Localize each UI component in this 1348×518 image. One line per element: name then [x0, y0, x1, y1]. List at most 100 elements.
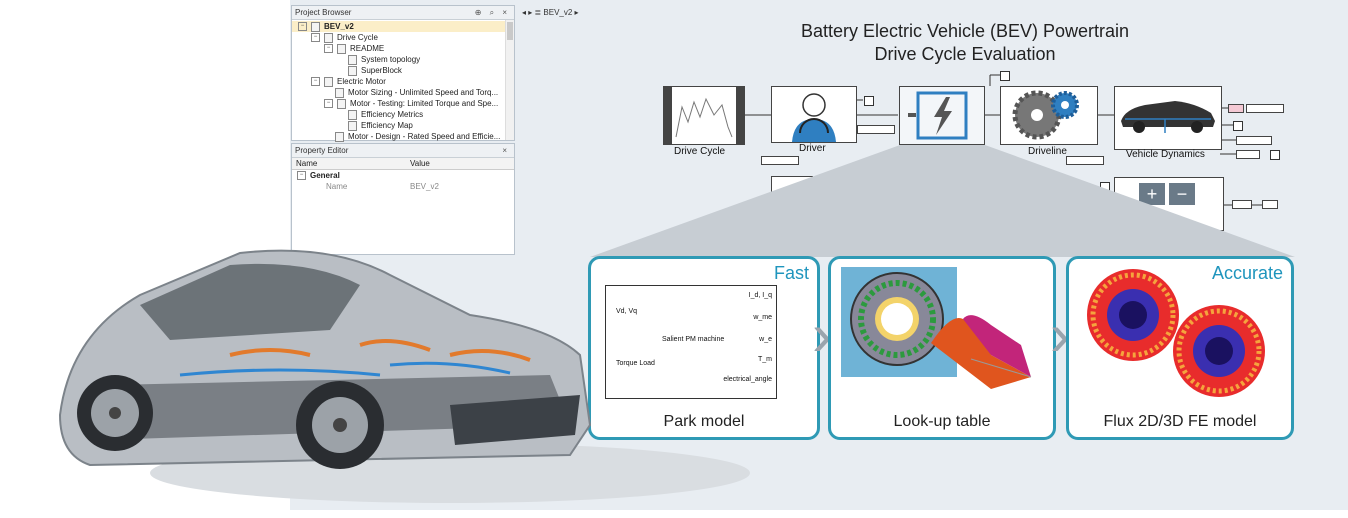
minus-icon: − — [1169, 183, 1195, 205]
driver-label: Driver — [799, 143, 826, 154]
tree-item-label: Motor - Testing: Limited Torque and Spe.… — [350, 99, 499, 108]
bev-cutaway-car-illustration — [58, 249, 750, 503]
collapse-icon[interactable]: − — [298, 22, 307, 32]
fe-model-tag: Accurate — [1211, 263, 1283, 283]
property-editor-title-bar: Property Editor × — [292, 144, 514, 158]
signal-tag — [1232, 200, 1252, 209]
electric-motor-block[interactable] — [899, 86, 985, 145]
port — [1270, 150, 1280, 160]
output-label: electrical_angle — [723, 376, 772, 383]
diagram-title: Battery Electric Vehicle (BEV) Powertrai… — [760, 20, 1170, 66]
tree-item-label: Efficiency Map — [361, 121, 413, 130]
port — [1000, 71, 1010, 81]
tree-item[interactable]: − Motor - Testing: Limited Torque and Spe… — [292, 98, 514, 109]
output-label: T_m — [758, 356, 772, 363]
lookup-table-panel: Look-up table — [828, 256, 1056, 440]
property-value[interactable]: BEV_v2 — [410, 182, 439, 191]
driver-block[interactable] — [771, 86, 857, 143]
tree-item[interactable]: Motor Sizing - Unlimited Speed and Torq.… — [292, 87, 514, 98]
signal-tag — [1246, 104, 1284, 113]
breadcrumb[interactable]: ◂ ▸ ≣ BEV_v2 ▸ — [522, 8, 579, 17]
tree-item-label: BEV_v2 — [324, 22, 354, 31]
driveline-block[interactable] — [1000, 86, 1098, 145]
document-icon — [311, 21, 320, 32]
tree-item-label: SuperBlock — [361, 66, 402, 75]
property-name: Name — [326, 182, 348, 191]
output-label: w_e — [759, 336, 772, 343]
document-icon — [348, 54, 357, 65]
document-icon — [348, 65, 357, 76]
signal-tag — [1262, 200, 1278, 209]
property-editor-panel: Property Editor × Name Value −General Na… — [291, 143, 515, 255]
signal-tag — [1066, 156, 1104, 165]
tree-item[interactable]: Efficiency Map — [292, 120, 514, 131]
lightning-bolt-icon — [908, 91, 968, 140]
gear-icon — [1012, 90, 1079, 140]
document-icon — [324, 32, 333, 43]
fe-model-panel: Accurate Flux 2D/3D FE model — [1066, 256, 1294, 440]
project-browser-title-bar: Project Browser ⊕ ⌕ × — [292, 6, 514, 20]
drive-cycle-label: Drive Cycle — [674, 146, 726, 157]
drive-cycle-block[interactable] — [663, 86, 745, 145]
tree-item[interactable]: − README — [292, 43, 514, 54]
document-icon — [324, 76, 333, 87]
column-header-name: Name — [296, 159, 318, 168]
property-editor-title: Property Editor — [295, 146, 349, 155]
vehicle-dynamics-label: Vehicle Dynamics — [1126, 149, 1205, 160]
vehicle-dynamics-block[interactable] — [1114, 86, 1222, 150]
diagram-title-line1: Battery Electric Vehicle (BEV) Powertrai… — [800, 21, 1130, 41]
tree-item[interactable]: − Electric Motor — [292, 76, 514, 87]
fe-flux-map-graphic — [1087, 269, 1265, 397]
port — [864, 96, 874, 106]
collapse-icon[interactable]: − — [297, 171, 306, 181]
property-table-header: Name Value — [292, 158, 514, 170]
port — [1233, 121, 1243, 131]
output-label: I_d, I_q — [748, 292, 772, 299]
plus-icon: + — [1139, 183, 1165, 205]
tree-item[interactable]: System topology — [292, 54, 514, 65]
document-icon — [348, 109, 357, 120]
collapse-icon[interactable]: − — [311, 33, 320, 43]
driver-icon — [792, 93, 836, 142]
input-label: Torque Load — [616, 360, 655, 367]
property-group-general[interactable]: −General — [292, 170, 514, 181]
collapse-icon[interactable]: − — [324, 99, 333, 109]
property-row[interactable]: Name BEV_v2 — [292, 181, 514, 192]
signal-tag — [1236, 150, 1260, 159]
document-icon — [348, 120, 357, 131]
collapse-icon[interactable]: − — [324, 44, 333, 54]
tree-item-label: Electric Motor — [337, 77, 386, 86]
park-model-panel: Fast Salient PM machine Vd, Vq Torque Lo… — [588, 256, 820, 440]
tree-item-label: Motor - Design - Rated Speed and Efficie… — [348, 132, 501, 141]
project-browser-title: Project Browser — [295, 8, 352, 17]
tree-item[interactable]: Motor - Design - Rated Speed and Efficie… — [292, 131, 514, 142]
output-label: w_me — [753, 314, 772, 321]
document-icon — [335, 87, 344, 98]
tree-item-label: System topology — [361, 55, 421, 64]
tree-item-label: Drive Cycle — [337, 33, 378, 42]
car-silhouette-icon — [1121, 101, 1215, 133]
project-browser-scrollbar[interactable] — [505, 20, 514, 140]
scrollbar-thumb[interactable] — [507, 22, 513, 40]
close-icon[interactable]: × — [502, 146, 510, 155]
block-title: Salient PM machine — [662, 336, 725, 343]
tree-item-label: README — [350, 44, 385, 53]
salient-pm-machine-block: Salient PM machine Vd, Vq Torque Load I_… — [605, 285, 777, 399]
project-browser-toolbar-icons[interactable]: ⊕ ⌕ × — [474, 8, 510, 17]
column-header-value: Value — [410, 159, 430, 168]
tree-item[interactable]: − BEV_v2 — [292, 21, 514, 32]
signal-tag — [857, 125, 895, 134]
signal-tag — [761, 156, 799, 165]
collapse-icon[interactable]: − — [311, 77, 320, 87]
tree-item-label: Motor Sizing - Unlimited Speed and Torq.… — [348, 88, 499, 97]
tree-item[interactable]: − Drive Cycle — [292, 32, 514, 43]
chevron-right-icon: › — [1050, 301, 1070, 368]
driveline-label: Driveline — [1028, 146, 1067, 157]
fe-model-label: Flux 2D/3D FE model — [1103, 413, 1257, 430]
diagram-title-line2: Drive Cycle Evaluation — [874, 44, 1056, 64]
tree-item[interactable]: Efficiency Metrics — [292, 109, 514, 120]
motor-lookup-surface-graphic — [841, 267, 1032, 389]
tree-item[interactable]: SuperBlock — [292, 65, 514, 76]
